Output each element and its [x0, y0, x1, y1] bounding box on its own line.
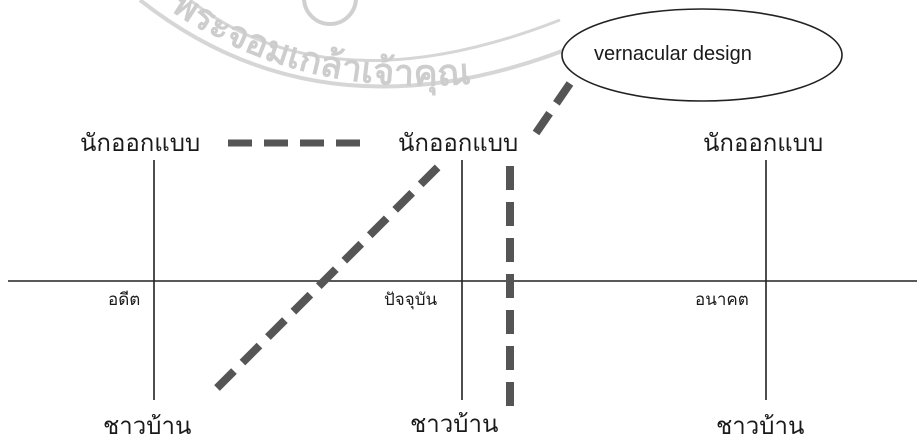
watermark-text: พระจอมเกล้าเจ้าคุณ: [165, 0, 472, 97]
label-villager-future: ชาวบ้าน: [716, 412, 805, 440]
watermark-outer-ring: [138, 0, 591, 89]
label-time-present: ปัจจุบัน: [384, 290, 438, 310]
callout-oval: [561, 8, 843, 102]
callout-text: vernacular design: [594, 43, 752, 65]
watermark-emblem: [302, 0, 358, 26]
label-time-future: อนาคต: [695, 290, 749, 310]
label-villager-past: ชาวบ้าน: [103, 412, 192, 440]
label-designer-present: นักออกแบบ: [398, 129, 519, 157]
watermark-inner-ring: [189, 0, 561, 62]
label-time-past: อดีต: [108, 290, 141, 310]
label-designer-future: นักออกแบบ: [703, 129, 824, 157]
dashed-callout-link: [532, 63, 586, 136]
watermark-seal: พระจอมเกล้าเจ้าคุณ: [138, 0, 591, 97]
watermark-text-path: พระจอมเกล้าเจ้าคุณ: [165, 0, 472, 97]
dashed-diagonal-link: [214, 164, 441, 391]
label-villager-present: ชาวบ้าน: [410, 410, 499, 438]
label-designer-past: นักออกแบบ: [80, 129, 201, 157]
